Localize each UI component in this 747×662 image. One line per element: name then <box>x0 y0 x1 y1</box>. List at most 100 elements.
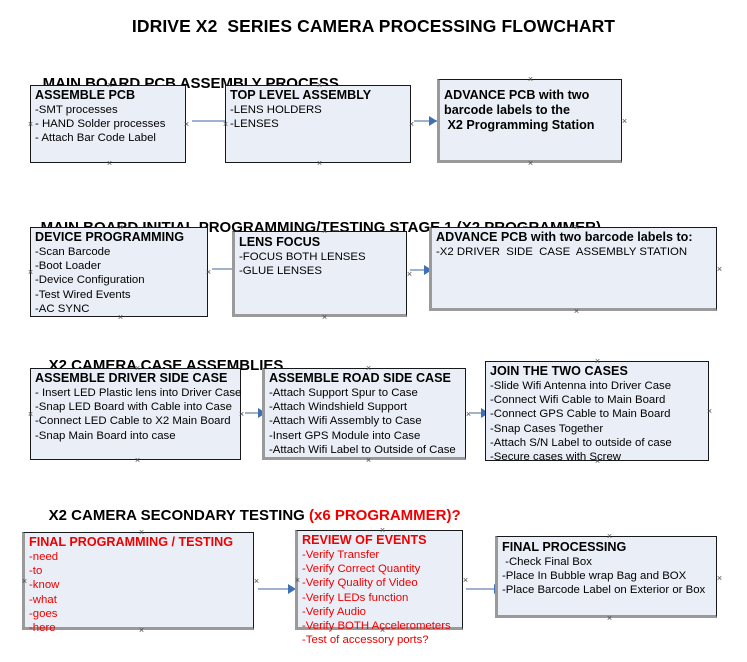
section-heading-x2-camera-secondary-testing: X2 CAMERA SECONDARY TESTING (x6 PROGRAMM… <box>32 490 461 541</box>
resize-handle-top[interactable] <box>365 365 372 372</box>
box-line: -here <box>29 622 56 635</box>
box-title: ASSEMBLE ROAD SIDE CASE <box>269 371 451 385</box>
box-line: -know <box>29 579 60 592</box>
box-title: FINAL PROGRAMMING / TESTING <box>29 535 234 549</box>
resize-handle-right[interactable] <box>706 408 713 415</box>
box-line: -LENSES <box>230 118 279 131</box>
resize-handle-top[interactable] <box>379 527 386 534</box>
resize-handle-top[interactable] <box>134 365 141 372</box>
box-line: X2 Programming Station <box>444 118 595 132</box>
resize-handle-left[interactable] <box>21 578 28 585</box>
connector-line <box>212 268 238 270</box>
box-final-programming-testing[interactable]: FINAL PROGRAMMING / TESTING -need -to -k… <box>21 529 254 634</box>
resize-handle-right[interactable] <box>253 578 260 585</box>
box-assemble-road-side-case[interactable]: ASSEMBLE ROAD SIDE CASE -Attach Support … <box>262 368 466 460</box>
resize-handle-bottom[interactable] <box>527 160 534 167</box>
box-top-level-assembly[interactable]: TOP LEVEL ASSEMBLY -LENS HOLDERS -LENSES <box>225 85 411 163</box>
box-join-the-two-cases[interactable]: JOIN THE TWO CASES -Slide Wifi Antenna i… <box>485 358 709 463</box>
box-line: -Snap LED Board with Cable into Case <box>35 401 232 414</box>
resize-handle-top[interactable] <box>527 76 534 83</box>
resize-handle-top[interactable] <box>138 529 145 536</box>
box-line: -Verify Correct Quantity <box>302 563 421 576</box>
resize-handle-bottom[interactable] <box>117 314 124 321</box>
box-line: -Device Configuration <box>35 274 145 287</box>
box-line: -AC SYNC <box>35 302 90 315</box>
box-line: -Place Barcode Label on Exterior or Box <box>502 584 706 597</box>
box-line: -Verify Audio <box>302 605 366 618</box>
box-line: - HAND Solder processes <box>35 118 166 131</box>
resize-handle-bottom[interactable] <box>316 160 323 167</box>
connector-arrowhead <box>424 265 432 275</box>
box-line: -Verify Quality of Video <box>302 577 418 590</box>
box-line: -Slide Wifi Antenna into Driver Case <box>490 380 672 392</box>
resize-handle-left[interactable] <box>27 411 34 418</box>
box-line: -goes <box>29 607 58 620</box>
box-line: -Attach S/N Label to outside of case <box>490 436 672 449</box>
box-line: -X2 DRIVER SIDE CASE ASSEMBLY STATION <box>436 246 688 258</box>
box-title: LENS FOCUS <box>239 235 321 249</box>
resize-handle-top[interactable] <box>606 533 613 540</box>
box-line: -Snap Main Board into case <box>35 429 176 442</box>
box-line: -Test Wired Events <box>35 288 131 301</box>
resize-handle-bottom[interactable] <box>594 458 601 465</box>
connector-line <box>258 588 294 590</box>
box-line: -need <box>29 551 59 563</box>
resize-handle-right[interactable] <box>408 121 415 128</box>
resize-handle-top[interactable] <box>573 224 580 231</box>
box-lens-focus[interactable]: LENS FOCUS -FOCUS BOTH LENSES -GLUE LENS… <box>232 231 407 317</box>
resize-handle-left[interactable] <box>27 269 34 276</box>
resize-handle-right[interactable] <box>621 118 628 125</box>
box-line: -Attach Wifi Assembly to Case <box>269 415 422 428</box>
box-final-processing[interactable]: FINAL PROCESSING -Check Final Box -Place… <box>495 536 717 618</box>
box-line: -Insert GPS Module into Case <box>269 429 421 442</box>
resize-handle-left[interactable] <box>27 121 34 128</box>
section-heading-accent: (x6 PROGRAMMER)? <box>308 507 461 524</box>
box-assemble-driver-side-case[interactable]: ASSEMBLE DRIVER SIDE CASE - Insert LED P… <box>30 368 241 460</box>
connector-line <box>192 120 232 122</box>
resize-handle-bottom[interactable] <box>134 457 141 464</box>
box-title: TOP LEVEL ASSEMBLY <box>230 88 372 102</box>
resize-handle-top[interactable] <box>316 82 323 89</box>
box-line: -Connect Wifi Cable to Main Board <box>490 394 666 407</box>
resize-handle-top[interactable] <box>594 358 601 365</box>
box-review-of-events[interactable]: REVIEW OF EVENTS -Verify Transfer -Verif… <box>294 527 463 646</box>
box-line: -Attach Windshield Support <box>269 401 408 414</box>
resize-handle-left[interactable] <box>222 121 229 128</box>
resize-handle-right[interactable] <box>205 269 212 276</box>
resize-handle-right[interactable] <box>462 577 469 584</box>
box-title: ADVANCE PCB with two barcode labels to: <box>436 230 693 244</box>
box-title: REVIEW OF EVENTS <box>302 533 427 547</box>
box-title: ADVANCE PCB with two <box>444 88 590 102</box>
box-advance-pcb-driver-side-case[interactable]: ADVANCE PCB with two barcode labels to: … <box>429 227 717 311</box>
resize-handle-bottom[interactable] <box>573 308 580 315</box>
page-title: IDRIVE X2 SERIES CAMERA PROCESSING FLOWC… <box>131 16 616 36</box>
box-assemble-pcb[interactable]: ASSEMBLE PCB -SMT processes - HAND Solde… <box>30 85 186 163</box>
box-advance-pcb-programming-station[interactable]: ADVANCE PCB with two barcode labels to t… <box>437 79 622 163</box>
resize-handle-right[interactable] <box>716 266 723 273</box>
box-line: - Attach Bar Code Label <box>35 132 156 145</box>
resize-handle-top[interactable] <box>106 82 113 89</box>
box-line: -Verify BOTH Accelerometers <box>302 620 451 633</box>
resize-handle-bottom[interactable] <box>606 615 613 622</box>
resize-handle-top[interactable] <box>321 228 328 235</box>
resize-handle-bottom[interactable] <box>138 627 145 634</box>
box-line: -Attach Wifi Label to Outside of Case <box>269 443 456 456</box>
box-line: - Insert LED Plastic lens into Driver Ca… <box>35 387 242 399</box>
resize-handle-bottom[interactable] <box>379 627 386 634</box>
resize-handle-right[interactable] <box>183 121 190 128</box>
resize-handle-right[interactable] <box>406 271 413 278</box>
resize-handle-bottom[interactable] <box>365 457 372 464</box>
resize-handle-right[interactable] <box>238 411 245 418</box>
connector-line <box>466 588 504 590</box>
box-line: -what <box>29 593 57 606</box>
resize-handle-right[interactable] <box>716 575 723 582</box>
box-line: -Connect LED Cable to X2 Main Board <box>35 415 231 428</box>
box-device-programming[interactable]: DEVICE PROGRAMMING -Scan Barcode -Boot L… <box>30 227 208 317</box>
resize-handle-top[interactable] <box>117 224 124 231</box>
resize-handle-left[interactable] <box>294 577 301 584</box>
connector-line <box>245 412 267 414</box>
resize-handle-bottom[interactable] <box>321 314 328 321</box>
box-line: -Scan Barcode <box>35 246 111 258</box>
resize-handle-bottom[interactable] <box>106 160 113 167</box>
